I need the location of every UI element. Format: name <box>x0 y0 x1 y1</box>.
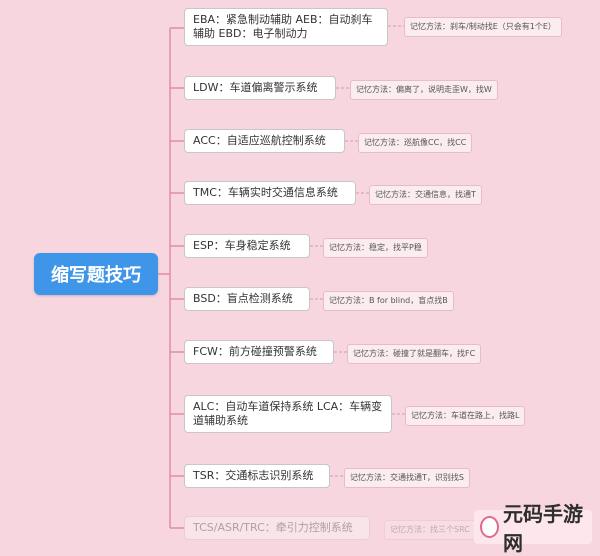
branch-node-eba: EBA：紧急制动辅助 AEB：自动刹车辅助 EBD：电子制动力 <box>184 8 388 46</box>
branch-node-tsr: TSR：交通标志识别系统 <box>184 464 330 488</box>
branch-node-alc: ALC：自动车道保持系统 LCA：车辆变道辅助系统 <box>184 395 392 433</box>
branch-node-fcw: FCW：前方碰撞预警系统 <box>184 340 334 364</box>
memory-note-tmc: 记忆方法：交通信息，找通T <box>369 185 482 205</box>
branch-node-tcs: TCS/ASR/TRC：牵引力控制系统 <box>184 516 370 540</box>
branch-node-acc: ACC：自适应巡航控制系统 <box>184 129 345 153</box>
branch-node-tmc: TMC：车辆实时交通信息系统 <box>184 181 356 205</box>
memory-note-alc: 记忆方法：车道在路上，找路L <box>405 406 526 426</box>
site-watermark: 元码手游网 <box>474 502 592 555</box>
memory-note-esp: 记忆方法：稳定，找平P稳 <box>323 238 428 258</box>
memory-note-tcs: 记忆方法：找三个SRC <box>384 520 476 540</box>
branch-node-ldw: LDW：车道偏离警示系统 <box>184 76 336 100</box>
memory-note-eba: 记忆方法：刹车/制动找E（只会有1个E） <box>404 17 562 37</box>
memory-note-bsd: 记忆方法：B for blind，盲点找B <box>323 291 454 311</box>
branch-node-bsd: BSD：盲点检测系统 <box>184 287 310 311</box>
watermark-text: 元码手游网 <box>502 502 583 555</box>
watermark-logo-icon <box>480 516 499 538</box>
memory-note-acc: 记忆方法：巡航像CC，找CC <box>358 133 473 153</box>
branch-node-esp: ESP：车身稳定系统 <box>184 234 310 258</box>
memory-note-fcw: 记忆方法：碰撞了就是翻车，找FC <box>347 344 482 364</box>
memory-note-tsr: 记忆方法：交通找通T，识别找S <box>344 468 470 488</box>
memory-note-ldw: 记忆方法：偏离了，说明走歪W，找W <box>350 80 498 100</box>
root-node: 缩写题技巧 <box>34 253 158 295</box>
